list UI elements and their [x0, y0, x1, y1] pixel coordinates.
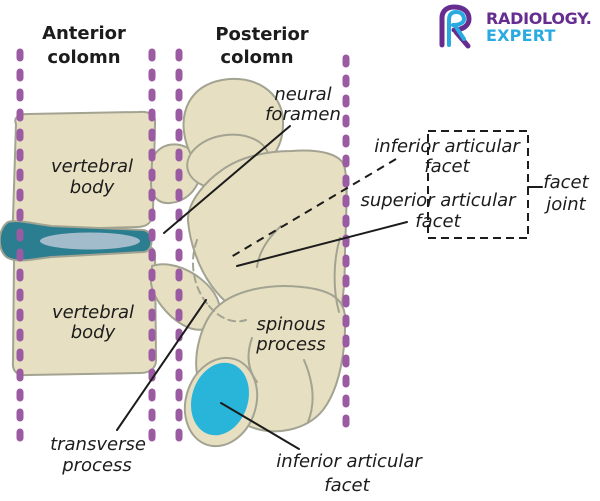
superior-articular-facet-leader-line — [236, 221, 408, 267]
logo-word-expert: EXPERT — [486, 26, 556, 45]
vertebral-body-bottom-label-line-2: body — [71, 322, 116, 343]
transverse-process-label: transverse process — [50, 434, 146, 476]
bone-contour-line — [256, 225, 282, 268]
vertebral-body-bottom-label-line-1: vertebral — [52, 302, 134, 323]
inferior-articular-facet-upper-leader-line — [230, 158, 397, 258]
spinous-process-label-line-1: spinous — [256, 314, 325, 335]
vertebral-body-top-label-line-1: vertebral — [51, 156, 133, 177]
spine-illustration — [0, 77, 348, 448]
neural-foramen-label: neural foramen — [265, 84, 341, 125]
posterior-column-heading: Posterior colomn — [215, 24, 308, 68]
bone-contour-line — [247, 337, 258, 383]
vertebral-body-bottom-label: vertebral body — [52, 302, 134, 343]
transverse-process-leader-line — [116, 299, 207, 431]
posterior-column-heading-line-2: colomn — [220, 47, 293, 68]
anterior-column-heading-line-1: Anterior — [42, 23, 126, 44]
neural-foramen-label-line-2: foramen — [265, 104, 341, 125]
inferior-articular-facet-lower-label-line-1: inferior articular — [276, 451, 423, 472]
neural-foramen-leader-line — [163, 125, 291, 234]
transverse-process-label-line-1: transverse — [50, 434, 146, 455]
vertebral-body-top-label: vertebral body — [51, 156, 133, 198]
spinous-process-label: spinous process — [255, 314, 326, 355]
logo-r-icon — [439, 4, 472, 49]
spinous-process-label-line-2: process — [255, 334, 326, 355]
radiology-expert-logo: RADIOLOGY. EXPERT — [439, 4, 592, 49]
logo-r-icon-inner-stripe — [447, 9, 467, 47]
disc-nucleus-shape — [40, 232, 140, 250]
facet-joint-label-line-2: joint — [543, 194, 586, 215]
inferior-articular-facet-lower-label-line-2: facet — [324, 475, 370, 496]
inferior-articular-facet-upper-label-line-1: inferior articular — [374, 136, 521, 157]
inferior-articular-facet-upper-label: inferior articular facet — [374, 136, 521, 177]
bone-contour-line — [303, 359, 314, 423]
posterior-column-heading-line-1: Posterior — [215, 24, 308, 45]
logo-word-radiology: RADIOLOGY. — [486, 9, 592, 28]
inferior-articular-facet-highlight — [191, 362, 249, 436]
vertebral-body-top-label-line-2: body — [70, 177, 115, 198]
inferior-articular-facet-lower-leader-line — [220, 402, 300, 450]
superior-articular-facet-label: superior articular facet — [360, 190, 517, 232]
anterior-column-heading: Anterior colomn — [42, 23, 126, 68]
inferior-articular-facet-lower-label: inferior articular facet — [276, 451, 423, 496]
transverse-process-label-line-2: process — [61, 455, 132, 476]
facet-joint-label-line-1: facet — [543, 172, 589, 193]
bone-contour-line — [333, 237, 341, 313]
facet-joint-label: facet joint — [543, 172, 589, 215]
hidden-facet-outline-dashed — [208, 305, 247, 323]
neural-foramen-label-line-1: neural — [274, 84, 331, 105]
anterior-column-heading-line-2: colomn — [47, 47, 120, 68]
superior-articular-facet-label-line-2: facet — [415, 211, 461, 232]
annotation-lines — [116, 125, 543, 450]
superior-articular-facet-label-line-1: superior articular — [360, 190, 517, 211]
inferior-articular-facet-upper-label-line-2: facet — [424, 156, 470, 177]
